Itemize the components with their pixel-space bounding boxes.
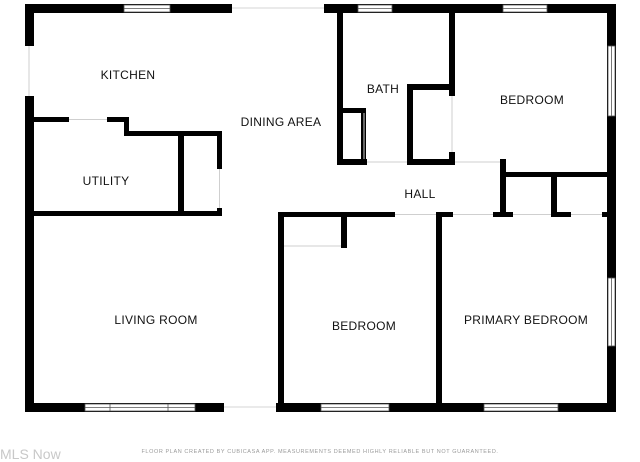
footer-note: FLOOR PLAN CREATED BY CUBICASA APP. MEAS… <box>141 449 499 455</box>
room-label-dining-area: DINING AREA <box>240 115 322 129</box>
room-label-primary-bedroom: PRIMARY BEDROOM <box>463 313 589 327</box>
room-label-bedroom-top: BEDROOM <box>499 93 565 107</box>
interior-walls <box>33 12 610 407</box>
watermark-logo: MLS Now <box>0 446 61 462</box>
room-label-kitchen: KITCHEN <box>100 68 156 82</box>
room-label-utility: UTILITY <box>82 174 130 188</box>
door-openings <box>69 96 602 247</box>
room-label-living-room: LIVING ROOM <box>114 313 198 327</box>
room-label-bedroom-bottom: BEDROOM <box>331 319 397 333</box>
windows <box>84 4 616 412</box>
openings <box>24 3 324 413</box>
exterior-walls <box>25 4 616 412</box>
room-label-hall: HALL <box>404 187 436 201</box>
room-label-bath: BATH <box>366 82 400 96</box>
